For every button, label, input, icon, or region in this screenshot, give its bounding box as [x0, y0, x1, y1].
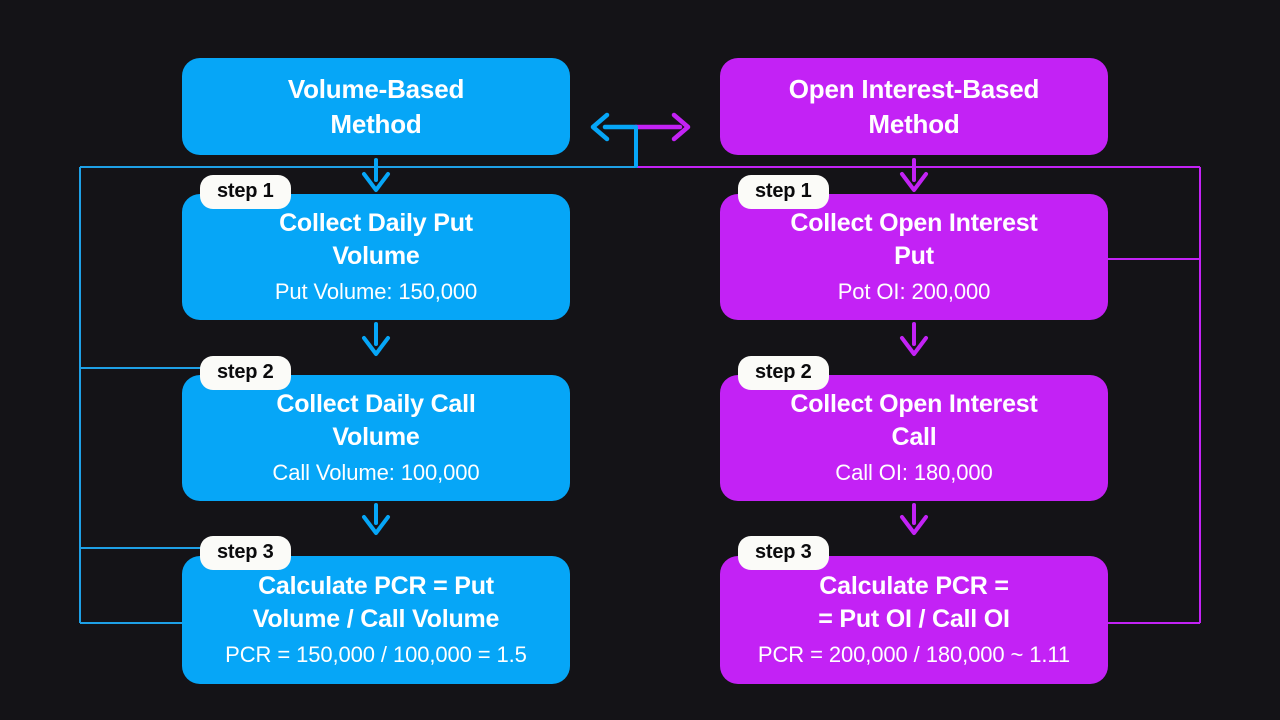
- node-right-step-2-title: Collect Open Interest Call: [790, 390, 1038, 452]
- node-right-step-2[interactable]: Collect Open Interest Call Call OI: 180,…: [720, 375, 1108, 501]
- node-left-step-3[interactable]: Calculate PCR = Put Volume / Call Volume…: [182, 556, 570, 684]
- node-right-step-2-value: Call OI: 180,000: [835, 460, 993, 486]
- node-left-step-1[interactable]: Collect Daily Put Volume Put Volume: 150…: [182, 194, 570, 320]
- node-right-step-1[interactable]: Collect Open Interest Put Pot OI: 200,00…: [720, 194, 1108, 320]
- badge-right-step-2: step 2: [738, 356, 829, 390]
- node-left-step-2-title: Collect Daily Call Volume: [276, 390, 476, 452]
- node-left-step-3-value: PCR = 150,000 / 100,000 = 1.5: [225, 642, 527, 668]
- node-right-step-1-value: Pot OI: 200,000: [837, 279, 991, 305]
- node-left-step-1-value: Put Volume: 150,000: [274, 279, 478, 305]
- badge-left-step-2: step 2: [200, 356, 291, 390]
- node-left-step-3-title: Calculate PCR = Put Volume / Call Volume: [252, 572, 500, 634]
- header-volume-based-method[interactable]: Volume-Based Method: [182, 58, 570, 155]
- node-right-step-3-value: PCR = 200,000 / 180,000 ~ 1.11: [757, 642, 1071, 668]
- node-left-step-1-title: Collect Daily Put Volume: [279, 209, 473, 271]
- badge-right-step-1: step 1: [738, 175, 829, 209]
- node-left-step-2[interactable]: Collect Daily Call Volume Call Volume: 1…: [182, 375, 570, 501]
- badge-right-step-3: step 3: [738, 536, 829, 570]
- node-right-step-1-title: Collect Open Interest Put: [790, 209, 1038, 271]
- header-open-interest-based-method[interactable]: Open Interest-Based Method: [720, 58, 1108, 155]
- header-label: Open Interest-Based Method: [788, 74, 1040, 139]
- node-right-step-3[interactable]: Calculate PCR = = Put OI / Call OI PCR =…: [720, 556, 1108, 684]
- node-right-step-3-title: Calculate PCR = = Put OI / Call OI: [818, 572, 1010, 634]
- node-left-step-2-value: Call Volume: 100,000: [272, 460, 480, 486]
- badge-left-step-1: step 1: [200, 175, 291, 209]
- badge-left-step-3: step 3: [200, 536, 291, 570]
- header-label: Volume-Based Method: [287, 74, 465, 139]
- compare-arrow: [590, 112, 691, 168]
